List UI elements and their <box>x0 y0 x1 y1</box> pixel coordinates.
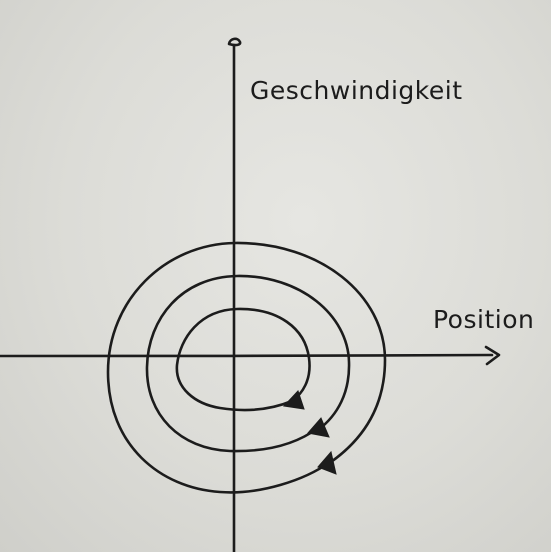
trajectory-middle-loop <box>145 274 351 453</box>
trajectory-inner-loop <box>175 307 311 412</box>
y-axis-arrowhead <box>227 37 242 47</box>
trajectory-arrow-middle <box>307 417 330 438</box>
trajectory-arrow-inner <box>282 390 305 410</box>
trajectory-outer-loop <box>106 241 387 494</box>
trajectory-arrow-outer <box>317 450 337 475</box>
x-axis-label: Position <box>433 305 535 334</box>
y-axis-label: Geschwindigkeit <box>250 76 463 105</box>
x-axis-arrowhead <box>484 345 501 366</box>
x-axis <box>0 353 494 358</box>
